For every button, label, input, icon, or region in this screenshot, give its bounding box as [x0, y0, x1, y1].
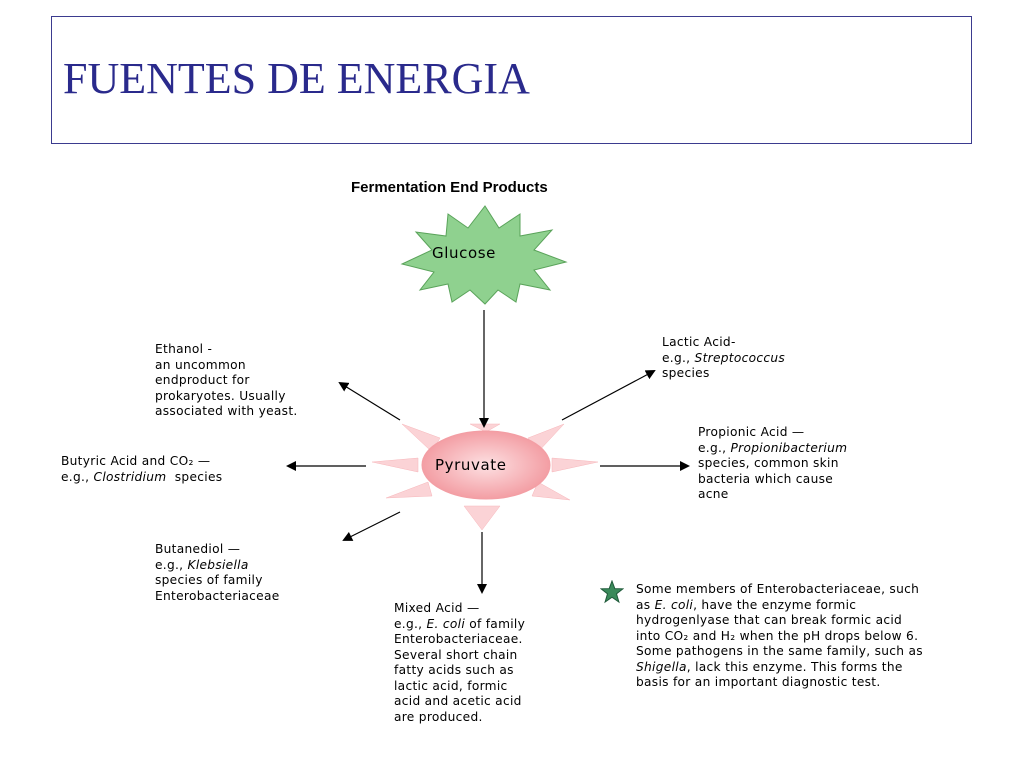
mixed-line: lactic acid, formic	[394, 678, 508, 693]
note-line: basis for an important diagnostic test.	[636, 675, 881, 689]
glucose-starburst	[400, 205, 568, 305]
note-line: as E. coli, have the enzyme formic	[636, 597, 857, 612]
lactic-line: e.g., Streptococcus	[662, 350, 786, 365]
pyruvate-label: Pyruvate	[435, 456, 507, 474]
page-title: FUENTES DE ENERGIA	[63, 54, 530, 103]
butyric-line: Butyric Acid and CO₂ —	[61, 454, 211, 468]
butanediol-line: Butanediol —	[155, 542, 241, 556]
glucose-label: Glucose	[432, 244, 496, 262]
mixed-line: e.g., E. coli of family	[394, 616, 526, 631]
butyric-acid-label: Butyric Acid and CO₂ — e.g., Clostridium…	[61, 454, 222, 485]
butanediol-line: Enterobacteriaceae	[155, 588, 280, 603]
pyruvate-rays	[371, 423, 599, 531]
lactic-line: Lactic Acid-	[662, 335, 736, 349]
butanediol-line: e.g., Klebsiella	[155, 557, 249, 572]
butanediol-line: species of family	[155, 573, 263, 587]
note-line: hydrogenlyase that can break formic acid	[636, 613, 903, 627]
ethanol-line: Ethanol -	[155, 342, 213, 356]
mixed-line: fatty acids such as	[394, 663, 514, 677]
lactic-line: species	[662, 366, 710, 380]
mixed-acid-label: Mixed Acid — e.g., E. coli of family Ent…	[394, 601, 525, 725]
ethanol-line: an uncommon	[155, 357, 246, 372]
enterobacteriaceae-note: Some members of Enterobacteriaceae, such…	[636, 582, 923, 691]
star-icon	[600, 580, 624, 604]
arrow-to-butanediol	[342, 511, 401, 541]
mixed-line: acid and acetic acid	[394, 694, 522, 708]
ethanol-label: Ethanol - an uncommon endproduct for pro…	[155, 342, 298, 420]
arrow-to-ethanol	[338, 381, 401, 421]
note-line: into CO₂ and H₂ when the pH drops below …	[636, 628, 919, 643]
mixed-line: Enterobacteriaceae.	[394, 632, 523, 646]
propionic-line: species, common skin	[698, 456, 839, 470]
pyruvate-node	[421, 430, 551, 500]
butyric-line: e.g., Clostridium species	[61, 469, 223, 484]
diagram-title: Fermentation End Products	[351, 179, 548, 196]
ethanol-line: associated with yeast.	[155, 404, 298, 418]
note-line: Some pathogens in the same family, such …	[636, 644, 923, 658]
mixed-line: Several short chain	[394, 647, 518, 662]
propionic-line: e.g., Propionibacterium	[698, 440, 848, 455]
ethanol-line: prokaryotes. Usually	[155, 388, 286, 403]
propionic-line: Propionic Acid —	[698, 425, 805, 439]
lactic-acid-label: Lactic Acid- e.g., Streptococcus species	[662, 335, 785, 382]
title-box: FUENTES DE ENERGIA	[51, 16, 972, 144]
mixed-line: are produced.	[394, 709, 483, 724]
arrow-to-lactic	[561, 370, 656, 421]
ethanol-line: endproduct for	[155, 373, 250, 387]
propionic-acid-label: Propionic Acid — e.g., Propionibacterium…	[698, 425, 847, 503]
propionic-line: acne	[698, 487, 729, 501]
note-line: Some members of Enterobacteriaceae, such	[636, 582, 920, 596]
note-line: Shigella, lack this enzyme. This forms t…	[636, 659, 903, 674]
butanediol-label: Butanediol — e.g., Klebsiella species of…	[155, 542, 280, 604]
mixed-line: Mixed Acid —	[394, 601, 480, 615]
propionic-line: bacteria which cause	[698, 471, 834, 486]
